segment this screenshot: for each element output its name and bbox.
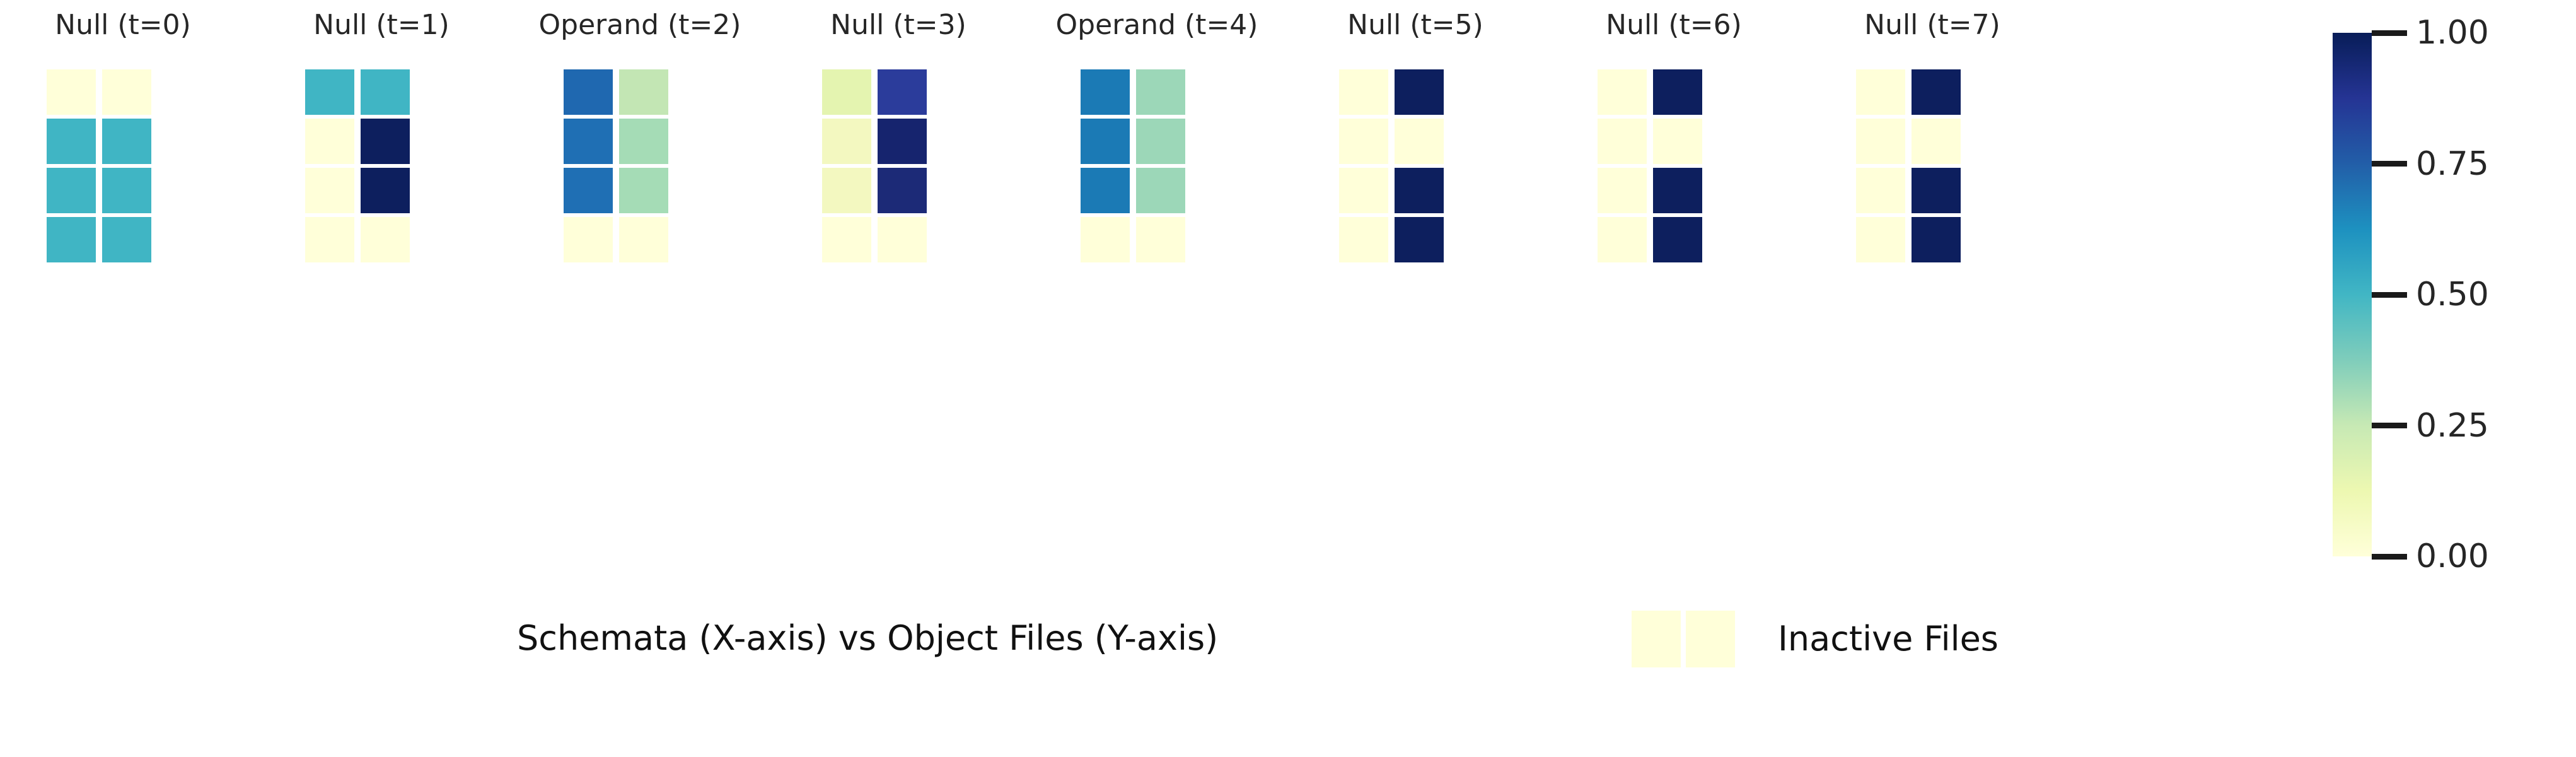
heatmap-grid	[1856, 69, 1961, 262]
heatmap-cell[interactable]	[1653, 217, 1702, 262]
heatmap-cell[interactable]	[1856, 119, 1905, 164]
heatmap-cell[interactable]	[1912, 168, 1961, 213]
heatmap-cell[interactable]	[1339, 217, 1388, 262]
panel-title: Null (t=3)	[830, 9, 966, 41]
heatmap-cell[interactable]	[102, 69, 151, 115]
heatmap-grid	[305, 69, 410, 262]
heatmap-cell[interactable]	[305, 217, 354, 262]
heatmap-cell[interactable]	[1912, 119, 1961, 164]
heatmap-cell[interactable]	[1136, 69, 1185, 115]
heatmap-cell[interactable]	[361, 168, 410, 213]
heatmap-cell[interactable]	[1136, 217, 1185, 262]
heatmap-cell[interactable]	[1653, 119, 1702, 164]
heatmap-cell[interactable]	[1856, 69, 1905, 115]
panel-title: Null (t=7)	[1864, 9, 2000, 41]
legend: Inactive Files	[1632, 611, 1999, 667]
heatmap-cell[interactable]	[878, 168, 927, 213]
heatmap-cell[interactable]	[878, 119, 927, 164]
colorbar-tick	[2372, 291, 2407, 298]
legend-label: Inactive Files	[1778, 619, 1999, 659]
colorbar-tick-label: 0.75	[2416, 144, 2489, 183]
heatmap-cell[interactable]	[305, 168, 354, 213]
heatmap-grid	[822, 69, 927, 262]
heatmap-cell[interactable]	[1081, 217, 1130, 262]
panel-title: Null (t=1)	[313, 9, 450, 41]
heatmap-grid	[1081, 69, 1185, 262]
colorbar[interactable]: 1.00 0.75 0.50 0.25 0.00	[2333, 16, 2572, 573]
legend-swatch-group	[1632, 611, 1740, 667]
heatmap-cell[interactable]	[1856, 168, 1905, 213]
legend-swatch	[1632, 611, 1681, 667]
heatmap-grid	[1598, 69, 1702, 262]
heatmap-cell[interactable]	[1339, 168, 1388, 213]
heatmap-cell[interactable]	[1395, 119, 1444, 164]
heatmap-grid	[1339, 69, 1444, 262]
panel-title: Null (t=0)	[55, 9, 191, 41]
heatmap-cell[interactable]	[47, 217, 96, 262]
panel-title: Null (t=5)	[1347, 9, 1483, 41]
heatmap-cell[interactable]	[1598, 69, 1647, 115]
heatmap-cell[interactable]	[47, 69, 96, 115]
heatmap-cell[interactable]	[102, 168, 151, 213]
heatmap-cell[interactable]	[361, 119, 410, 164]
colorbar-tick	[2372, 553, 2407, 560]
colorbar-tick-label: 0.00	[2416, 537, 2489, 575]
colorbar-gradient	[2333, 33, 2372, 556]
heatmap-cell[interactable]	[822, 69, 871, 115]
heatmap-cell[interactable]	[1395, 168, 1444, 213]
heatmap-cell[interactable]	[1081, 168, 1130, 213]
heatmap-cell[interactable]	[1598, 217, 1647, 262]
heatmap-cell[interactable]	[1856, 217, 1905, 262]
heatmap-cell[interactable]	[1912, 217, 1961, 262]
heatmap-cell[interactable]	[1598, 168, 1647, 213]
heatmap-cell[interactable]	[361, 69, 410, 115]
heatmap-cell[interactable]	[619, 217, 668, 262]
heatmap-cell[interactable]	[878, 69, 927, 115]
heatmap-cell[interactable]	[1081, 69, 1130, 115]
heatmap-cell[interactable]	[1081, 119, 1130, 164]
heatmap-cell[interactable]	[102, 217, 151, 262]
heatmap-cell[interactable]	[47, 119, 96, 164]
heatmap-grid	[47, 69, 151, 262]
heatmap-cell[interactable]	[1653, 168, 1702, 213]
heatmap-cell[interactable]	[1598, 119, 1647, 164]
heatmap-cell[interactable]	[564, 217, 613, 262]
colorbar-tick	[2372, 30, 2407, 36]
panel-title: Null (t=6)	[1606, 9, 1742, 41]
heatmap-cell[interactable]	[305, 69, 354, 115]
figure-caption: Schemata (X-axis) vs Object Files (Y-axi…	[517, 618, 1219, 658]
heatmap-cell[interactable]	[564, 168, 613, 213]
heatmap-cell[interactable]	[1395, 217, 1444, 262]
panel-title: Operand (t=2)	[538, 9, 741, 41]
heatmap-cell[interactable]	[1339, 69, 1388, 115]
heatmap-cell[interactable]	[619, 168, 668, 213]
heatmap-cell[interactable]	[878, 217, 927, 262]
heatmap-cell[interactable]	[1395, 69, 1444, 115]
heatmap-cell[interactable]	[1912, 69, 1961, 115]
colorbar-tick	[2372, 423, 2407, 428]
heatmap-cell[interactable]	[822, 217, 871, 262]
colorbar-tick	[2372, 161, 2407, 167]
colorbar-tick-label: 0.25	[2416, 406, 2489, 445]
heatmap-cell[interactable]	[564, 119, 613, 164]
legend-swatch	[1686, 611, 1735, 667]
heatmap-cell[interactable]	[564, 69, 613, 115]
heatmap-cell[interactable]	[822, 168, 871, 213]
heatmap-cell[interactable]	[1653, 69, 1702, 115]
heatmap-cell[interactable]	[1136, 168, 1185, 213]
heatmap-cell[interactable]	[47, 168, 96, 213]
panel-title: Operand (t=4)	[1055, 9, 1258, 41]
heatmap-cell[interactable]	[1136, 119, 1185, 164]
heatmap-cell[interactable]	[1339, 119, 1388, 164]
heatmap-cell[interactable]	[102, 119, 151, 164]
heatmap-cell[interactable]	[619, 119, 668, 164]
heatmap-cell[interactable]	[361, 217, 410, 262]
heatmap-cell[interactable]	[822, 119, 871, 164]
heatmap-grid	[564, 69, 668, 262]
colorbar-tick-label: 0.50	[2416, 276, 2489, 314]
heatmap-cell[interactable]	[619, 69, 668, 115]
heatmap-cell[interactable]	[305, 119, 354, 164]
colorbar-tick-label: 1.00	[2416, 14, 2489, 52]
